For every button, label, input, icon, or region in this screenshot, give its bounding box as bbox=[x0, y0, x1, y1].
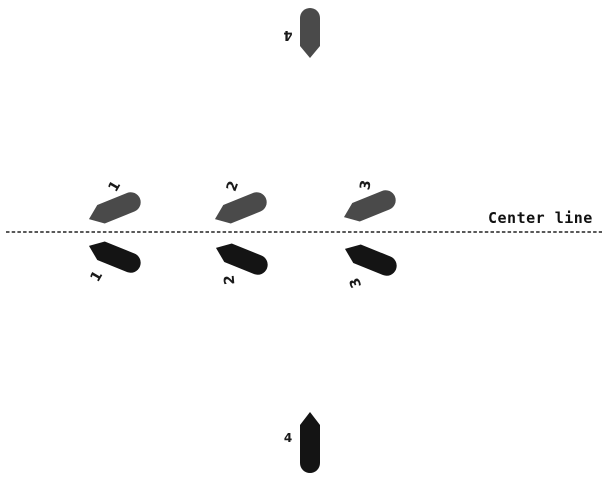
lower-shape-3-body bbox=[344, 244, 397, 276]
upper-shape-2-number: 2 bbox=[224, 179, 242, 194]
top-shape-4-number: 4 bbox=[283, 27, 292, 42]
top-shape-4-body bbox=[300, 8, 320, 58]
upper-shape-1-number: 1 bbox=[106, 178, 125, 194]
center-line-label: Center line bbox=[488, 209, 593, 227]
lower-shape-1-body bbox=[88, 241, 141, 273]
lower-shape-1 bbox=[88, 241, 141, 273]
lower-shape-2 bbox=[215, 243, 268, 275]
upper-shape-3 bbox=[343, 190, 396, 222]
bottom-shape-4-number: 4 bbox=[284, 431, 292, 445]
lower-shape-3-number: 3 bbox=[347, 275, 365, 290]
top-shape-4 bbox=[300, 8, 320, 58]
bottom-shape-4-body bbox=[300, 412, 320, 473]
lower-shape-3 bbox=[344, 244, 397, 276]
upper-shape-1-body bbox=[88, 192, 141, 224]
lower-shape-2-number: 2 bbox=[222, 274, 239, 285]
upper-shape-2-body bbox=[214, 192, 267, 224]
lower-shape-2-body bbox=[215, 243, 268, 275]
upper-shape-3-number: 3 bbox=[357, 179, 374, 191]
upper-shape-1 bbox=[88, 192, 141, 224]
lower-shape-1-number: 1 bbox=[88, 268, 107, 284]
bottom-shape-4 bbox=[300, 412, 320, 473]
upper-shape-3-body bbox=[343, 190, 396, 222]
upper-shape-2 bbox=[214, 192, 267, 224]
